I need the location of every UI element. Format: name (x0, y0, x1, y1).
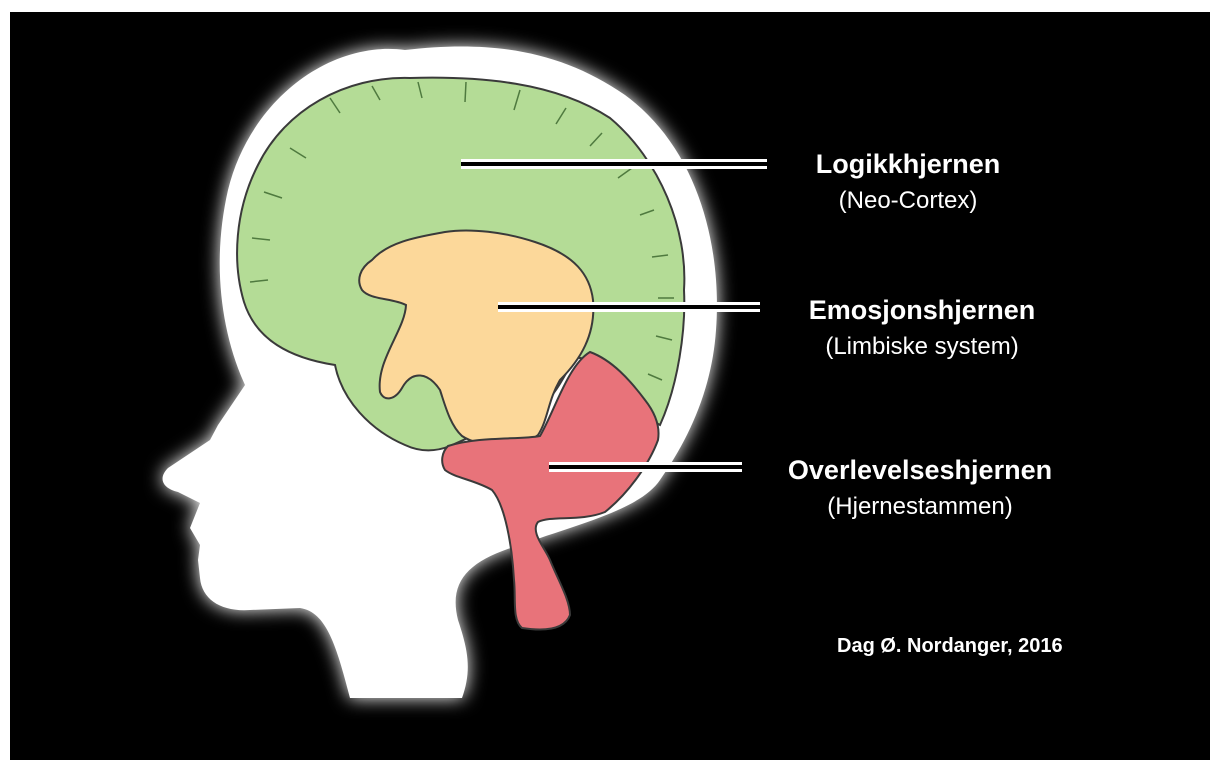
limbic-title: Emosjonshjernen (809, 293, 1036, 327)
neo-cortex-title: Logikkhjernen (816, 147, 1001, 181)
limbic-label: Emosjonshjernen (Limbiske system) (809, 293, 1036, 367)
limbic-subtitle: (Limbiske system) (809, 327, 1036, 367)
brainstem-title: Overlevelseshjernen (788, 453, 1052, 487)
author-credit: Dag Ø. Nordanger, 2016 (837, 633, 1063, 659)
brainstem-subtitle: (Hjernestammen) (788, 487, 1052, 527)
neo-cortex-label: Logikkhjernen (Neo-Cortex) (816, 147, 1001, 221)
brainstem-label: Overlevelseshjernen (Hjernestammen) (788, 453, 1052, 527)
neo-cortex-subtitle: (Neo-Cortex) (816, 181, 1001, 221)
